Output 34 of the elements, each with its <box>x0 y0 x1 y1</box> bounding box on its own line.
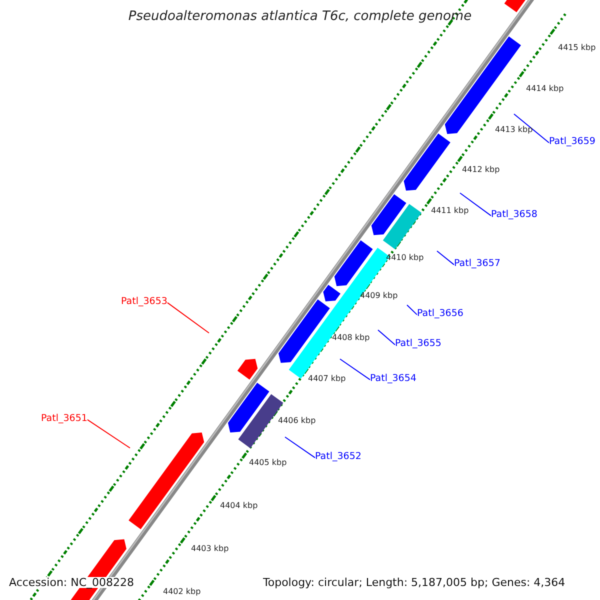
leader-line <box>166 302 210 334</box>
leader-line <box>460 192 492 216</box>
gene-label: Patl_3657 <box>454 259 500 268</box>
gene-label: Patl_3658 <box>491 210 538 220</box>
tick-label: 4408 kbp <box>332 334 370 342</box>
gene-label: Patl_3653 <box>121 297 168 306</box>
leader-line <box>406 304 418 316</box>
tick-label: 4403 kbp <box>191 545 229 553</box>
title: Pseudoalteromonas atlantica T6c, complete genome <box>127 10 473 23</box>
gene-label: Patl_3651 <box>41 414 88 424</box>
tick-label: 4411 kbp <box>431 207 469 215</box>
leader-line <box>86 419 130 448</box>
tick-label: 4413 kbp <box>495 126 533 134</box>
gene-label: Patl_3656 <box>417 309 464 318</box>
gene-label: Patl_3655 <box>395 339 442 348</box>
topology-text: Topology: circular; Length: 5,187,005 bp; Genes: 4,364 <box>262 577 566 588</box>
tick-label: 4415 kbp <box>558 44 596 52</box>
leader-line <box>436 250 454 266</box>
leader-line <box>514 114 550 144</box>
leader-line <box>284 436 316 458</box>
tick-label: 4414 kbp <box>526 85 564 93</box>
tick-label: 4406 kbp <box>278 417 316 425</box>
gene-label: Patl_3654 <box>370 374 416 384</box>
tick-label: 4412 kbp <box>462 166 500 174</box>
leader-line <box>378 330 396 346</box>
tick-label: 4409 kbp <box>360 292 398 300</box>
gene-label: Patl_3652 <box>315 452 362 462</box>
tick-label: 4407 kbp <box>308 375 346 383</box>
tick-label: 4402 kbp <box>163 588 201 596</box>
accession-text: Accession: NC_008228 <box>8 577 136 588</box>
tick-label: 4405 kbp <box>249 459 287 467</box>
tick-label: 4404 kbp <box>220 502 258 510</box>
leader-line <box>340 358 370 380</box>
gene-label: Patl_3659 <box>549 137 596 146</box>
